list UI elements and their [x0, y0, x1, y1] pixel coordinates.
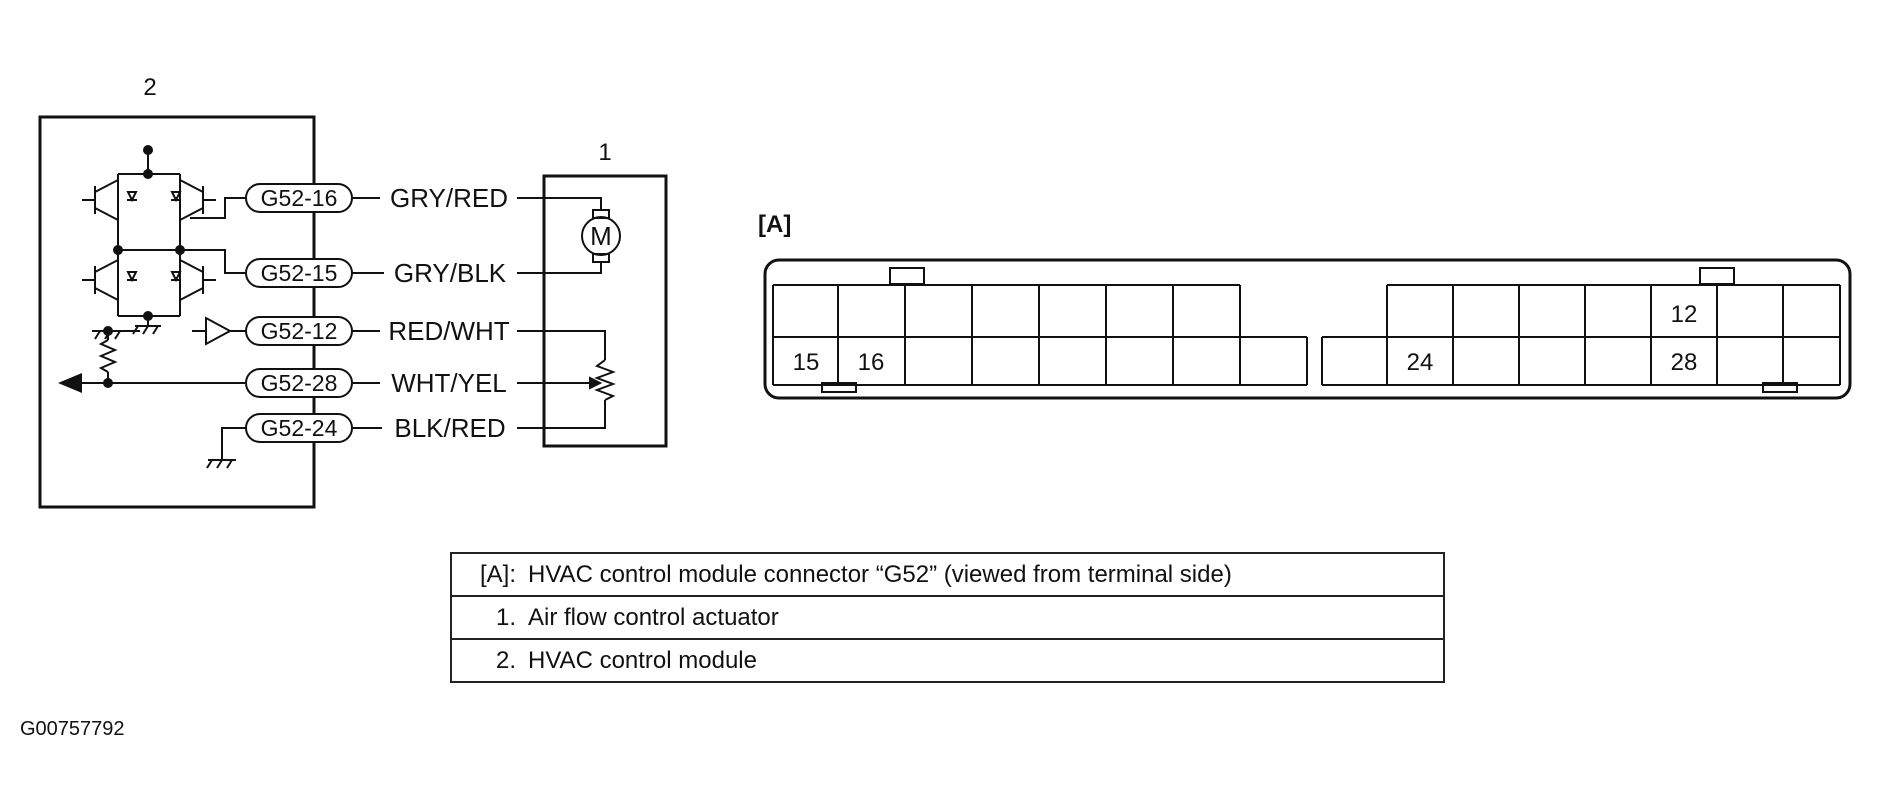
connector-tag: [A]	[758, 211, 791, 238]
legend-text: HVAC control module	[520, 638, 1445, 683]
motor-icon: M	[590, 221, 612, 251]
legend-key: 1.	[450, 595, 520, 640]
input-buffer-symbol	[192, 316, 246, 346]
wire-color-label: GRY/RED	[390, 183, 508, 213]
terminal-g52-28: G52-28	[245, 368, 353, 398]
wire-color-label: RED/WHT	[388, 316, 509, 346]
cavity-label-15: 15	[793, 349, 820, 376]
legend-row: [A]: HVAC control module connector “G52”…	[450, 552, 1445, 597]
wire-color-label: BLK/RED	[394, 413, 505, 443]
wire-color-label: GRY/BLK	[394, 258, 507, 288]
connector-cavities-left	[772, 284, 1308, 386]
cavity-label-12: 12	[1671, 301, 1698, 328]
module-number-label: 2	[143, 74, 156, 101]
wire-runs	[352, 197, 544, 429]
actuator-internals	[544, 197, 621, 429]
terminal-g52-12: G52-12	[245, 316, 353, 346]
terminal-label: G52-16	[261, 185, 338, 211]
ground-symbol	[206, 427, 246, 469]
air-flow-control-actuator-box	[542, 174, 668, 448]
legend-text: HVAC control module connector “G52” (vie…	[520, 552, 1445, 597]
terminal-label: G52-12	[261, 318, 338, 344]
cavity-label-28: 28	[1671, 349, 1698, 376]
legend-text: Air flow control actuator	[520, 595, 1445, 640]
legend-key: [A]:	[450, 552, 520, 597]
actuator-number-label: 1	[598, 139, 611, 166]
legend-table: [A]: HVAC control module connector “G52”…	[450, 552, 1445, 683]
cavity-label-16: 16	[858, 349, 885, 376]
connector-cavities-right	[1321, 284, 1841, 386]
feedback-circuit	[58, 326, 246, 393]
terminal-label: G52-15	[261, 260, 338, 286]
terminal-g52-15: G52-15	[245, 258, 353, 288]
terminal-label: G52-28	[261, 370, 338, 396]
h-bridge-circuit	[82, 145, 246, 335]
legend-row: 1. Air flow control actuator	[450, 595, 1445, 640]
figure-id: G00757792	[20, 718, 125, 740]
wire-color-label: WHT/YEL	[391, 368, 507, 398]
terminal-label: G52-24	[261, 415, 338, 441]
cavity-label-24: 24	[1407, 349, 1434, 376]
terminal-g52-24: G52-24	[245, 413, 353, 443]
legend-key: 2.	[450, 638, 520, 683]
legend-row: 2. HVAC control module	[450, 638, 1445, 683]
hvac-control-module-box	[38, 115, 316, 509]
connector-g52-outline	[763, 258, 1852, 400]
terminal-g52-16: G52-16	[245, 183, 353, 213]
